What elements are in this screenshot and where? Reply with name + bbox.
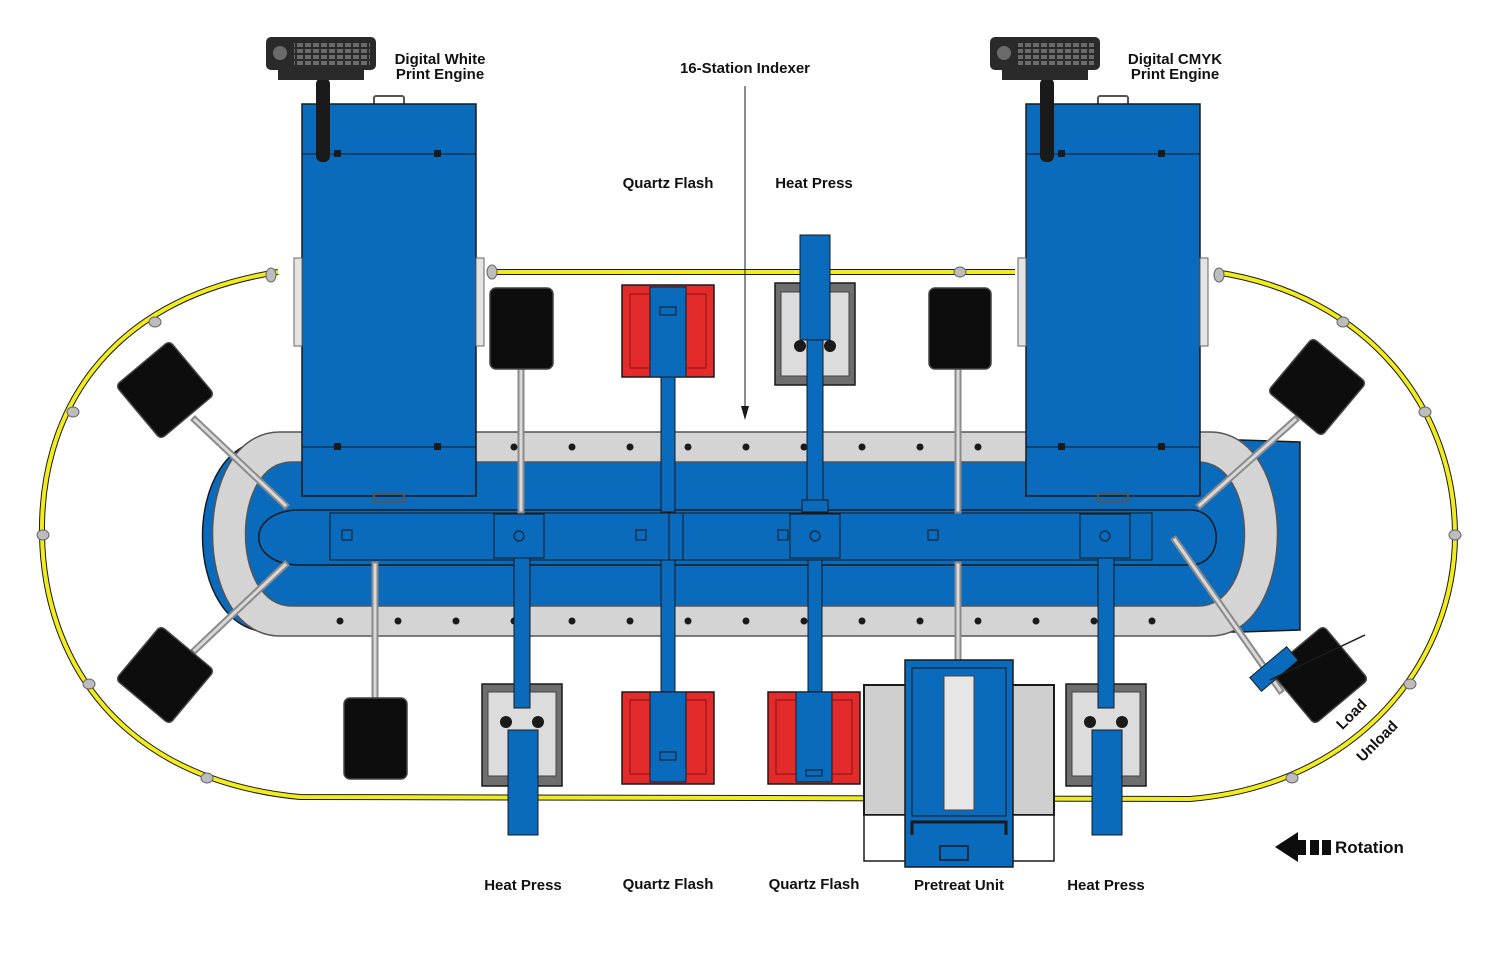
quartz-flash-bottom-2 xyxy=(767,559,861,785)
heat-press-bottom-left xyxy=(481,513,563,836)
track-bolt xyxy=(974,617,982,625)
track-bolt xyxy=(394,617,402,625)
quartz-flash-bottom-2-label: Quartz Flash xyxy=(768,876,860,893)
track-bolt xyxy=(1148,617,1156,625)
indexer-callout xyxy=(741,86,749,420)
load-unload-arm xyxy=(1249,634,1366,693)
heat-press-top xyxy=(774,234,856,559)
track-bolt xyxy=(1032,617,1040,625)
digital-cmyk-label: Digital CMYK Print Engine xyxy=(1105,52,1245,82)
track-bolt xyxy=(800,443,808,451)
track-bolt xyxy=(1090,617,1098,625)
track-bolt xyxy=(916,617,924,625)
heat-press-bottom-right-label: Heat Press xyxy=(1067,877,1145,894)
track-bolt xyxy=(800,617,808,625)
pretreat-unit-label: Pretreat Unit xyxy=(913,877,1005,894)
track-bolt xyxy=(626,443,634,451)
track-bolt xyxy=(626,617,634,625)
pallets xyxy=(116,287,1368,780)
digital-white-print-engine xyxy=(266,37,485,503)
track-bolt xyxy=(684,617,692,625)
digital-cmyk-print-engine xyxy=(990,37,1209,503)
quartz-flash-top-label: Quartz Flash xyxy=(622,175,714,192)
track-bolt xyxy=(916,443,924,451)
quartz-flash-bottom-1 xyxy=(621,559,715,785)
digital-cmyk-label-line1: Digital CMYK xyxy=(1127,51,1223,68)
track-bolt xyxy=(336,617,344,625)
track-bolt xyxy=(742,443,750,451)
track-bolt xyxy=(742,617,750,625)
pretreat-unit xyxy=(863,659,1055,868)
indexer-label: 16-Station Indexer xyxy=(679,60,811,77)
digital-white-label: Digital White Print Engine xyxy=(370,52,510,82)
heat-press-bottom-left-label: Heat Press xyxy=(484,877,562,894)
heat-press-bottom-right xyxy=(1065,513,1147,836)
safety-rail xyxy=(36,264,1462,803)
track-bolt xyxy=(858,443,866,451)
track-bolt xyxy=(684,443,692,451)
quartz-flash-top xyxy=(621,284,715,513)
track-bolt xyxy=(568,443,576,451)
arrow-left-icon xyxy=(1275,832,1331,862)
track-bolt xyxy=(510,443,518,451)
digital-cmyk-label-line2: Print Engine xyxy=(1130,66,1220,83)
track-bolt xyxy=(452,617,460,625)
digital-white-label-line2: Print Engine xyxy=(395,66,485,83)
track-bolt xyxy=(568,617,576,625)
quartz-flash-bottom-1-label: Quartz Flash xyxy=(622,876,714,893)
rotation-label: Rotation xyxy=(1335,838,1404,857)
track-bolt xyxy=(858,617,866,625)
heat-press-top-label: Heat Press xyxy=(775,175,853,192)
track-bolt xyxy=(974,443,982,451)
digital-white-label-line1: Digital White xyxy=(394,51,486,68)
